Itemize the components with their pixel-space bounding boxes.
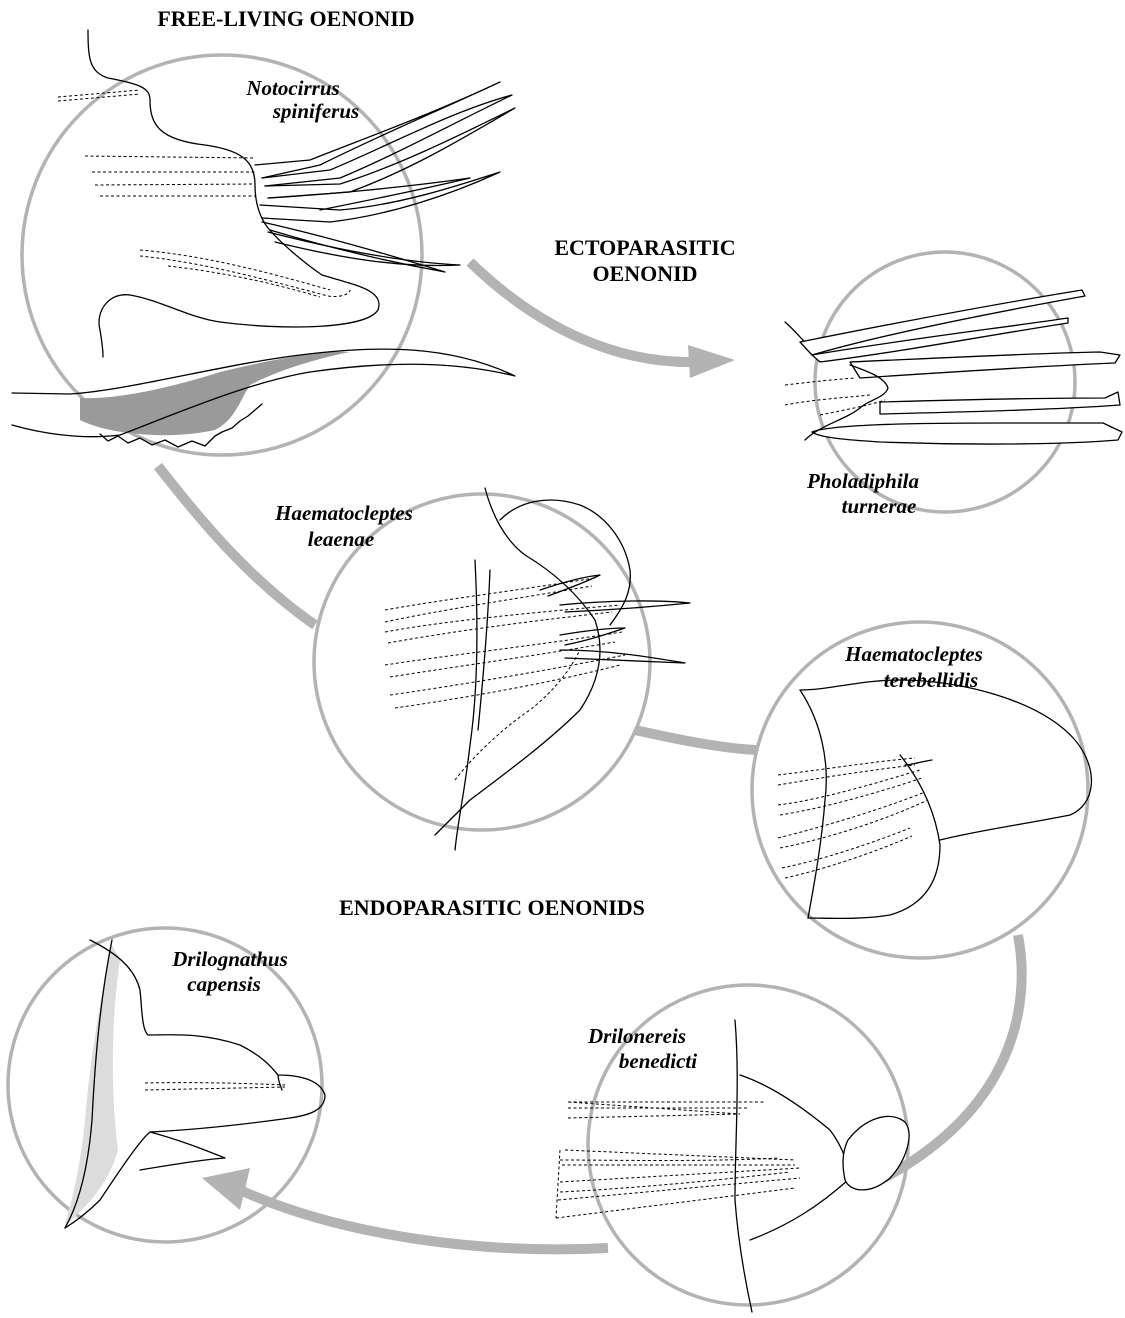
- connector-terebellidis-to-drilonereis: [881, 934, 1027, 1183]
- heading-endoparasitic: ENDOPARASITIC OENONIDS: [339, 895, 645, 920]
- drilognathus-capensis-drawing: [64, 939, 326, 1229]
- circle-haematocleptes-terebellidis: [750, 620, 1090, 960]
- heading-ectoparasitic-line2: OENONID: [592, 261, 697, 286]
- label-drilonereis-epithet: benedicti: [619, 1049, 697, 1073]
- heading-ectoparasitic-line1: ECTOPARASITIC: [554, 235, 735, 260]
- label-drilognathus-genus: Drilognathus: [171, 947, 288, 971]
- label-notocirrus-genus: Notocirrus: [245, 76, 339, 100]
- label-pholadiphila-epithet: turnerae: [842, 494, 917, 518]
- notocirrus-parapodium-drawing: [11, 29, 516, 448]
- label-h-leaenae-genus: Haematocleptes: [274, 501, 413, 525]
- label-notocirrus-epithet: spiniferus: [272, 99, 359, 123]
- circle-drilognathus: [6, 926, 324, 1244]
- label-h-terebellidis-genus: Haematocleptes: [844, 642, 983, 666]
- label-h-leaenae-epithet: leaenae: [308, 527, 374, 551]
- drilonereis-benedicti-drawing: [555, 1019, 910, 1313]
- arrow-drilonereis-to-drilognathus: [202, 1168, 609, 1255]
- connector-leaenae-to-terebellidis: [633, 725, 757, 755]
- circle-notocirrus: [20, 53, 424, 457]
- label-drilognathus-epithet: capensis: [187, 972, 261, 996]
- arrow-free-to-ecto: [466, 258, 735, 378]
- label-pholadiphila-genus: Pholadiphila: [806, 469, 919, 493]
- connector-free-to-leaenae: [154, 462, 318, 630]
- heading-free-living: FREE-LIVING OENONID: [157, 6, 414, 31]
- haematocleptes-terebellidis-drawing: [777, 679, 1093, 920]
- haematocleptes-leaenae-drawing: [384, 487, 691, 851]
- pholadiphila-parapodium-drawing: [784, 289, 1123, 445]
- label-h-terebellidis-epithet: terebellidis: [884, 668, 978, 692]
- label-drilonereis-genus: Drilonereis: [587, 1024, 686, 1048]
